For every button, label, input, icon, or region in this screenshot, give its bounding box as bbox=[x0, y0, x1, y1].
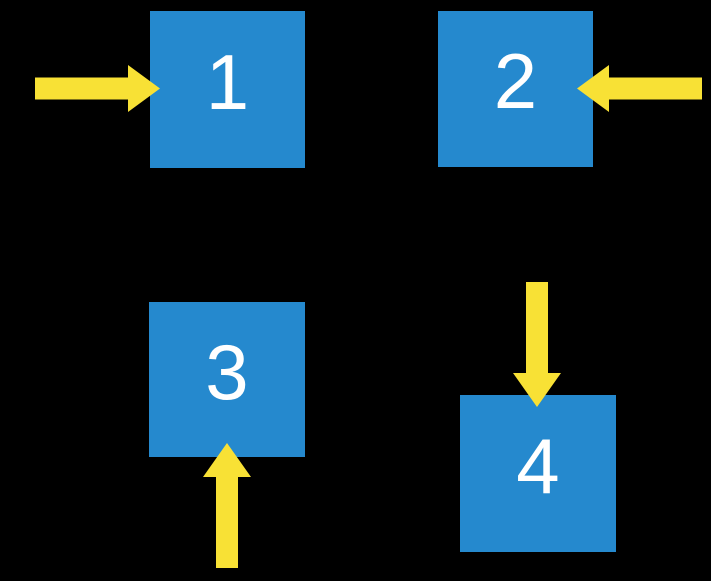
arrow-left-icon bbox=[577, 65, 702, 112]
square-1: 1 bbox=[150, 11, 305, 168]
square-1-label: 1 bbox=[205, 37, 250, 126]
square-2: 2 bbox=[438, 11, 593, 167]
square-3: 3 bbox=[149, 302, 305, 457]
arrow-down-icon bbox=[513, 282, 561, 407]
arrow-right-icon bbox=[35, 65, 160, 112]
square-4: 4 bbox=[460, 395, 616, 552]
square-4-label: 4 bbox=[516, 421, 560, 510]
square-2-label: 2 bbox=[493, 37, 538, 125]
arrow-up-icon bbox=[203, 443, 251, 568]
square-3-label: 3 bbox=[205, 327, 249, 416]
